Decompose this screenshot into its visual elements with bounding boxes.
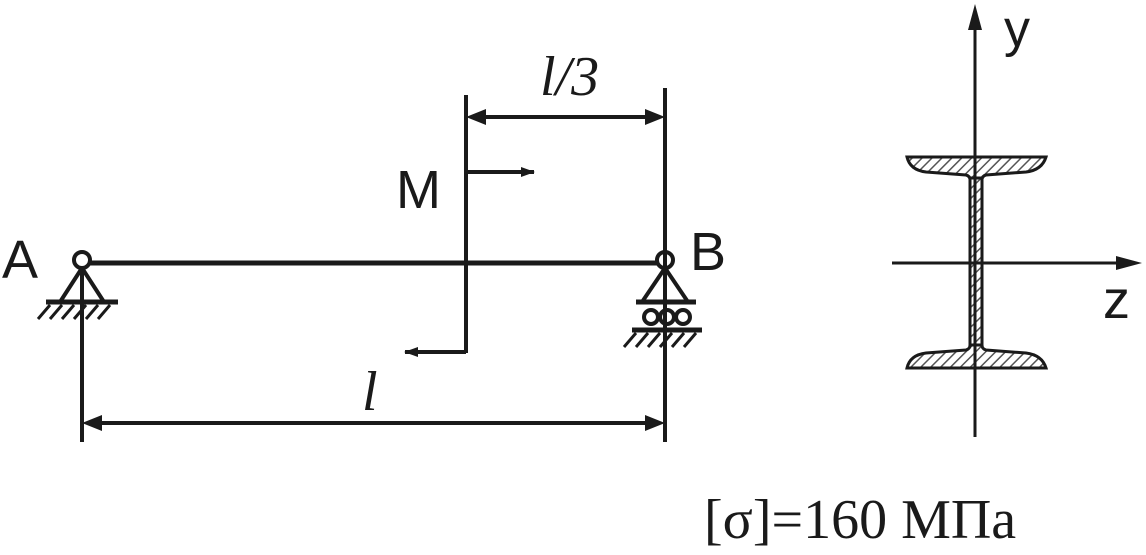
span-total-label: l: [362, 361, 378, 423]
axis-y: [968, 4, 982, 437]
span-part-label: l/3: [540, 46, 599, 108]
support-a-label: A: [2, 230, 38, 290]
dimension-span-part: [466, 109, 665, 125]
dimension-span-total: [82, 415, 665, 431]
axis-z-label: z: [1103, 270, 1130, 330]
axis-z: [892, 256, 1142, 270]
moment-label: M: [396, 160, 441, 220]
support-b-label: B: [690, 222, 726, 282]
axis-y-label: y: [1004, 0, 1030, 58]
moment-symbol: [404, 95, 535, 357]
allowable-stress-label: [σ]=160 МПа: [704, 489, 1016, 551]
